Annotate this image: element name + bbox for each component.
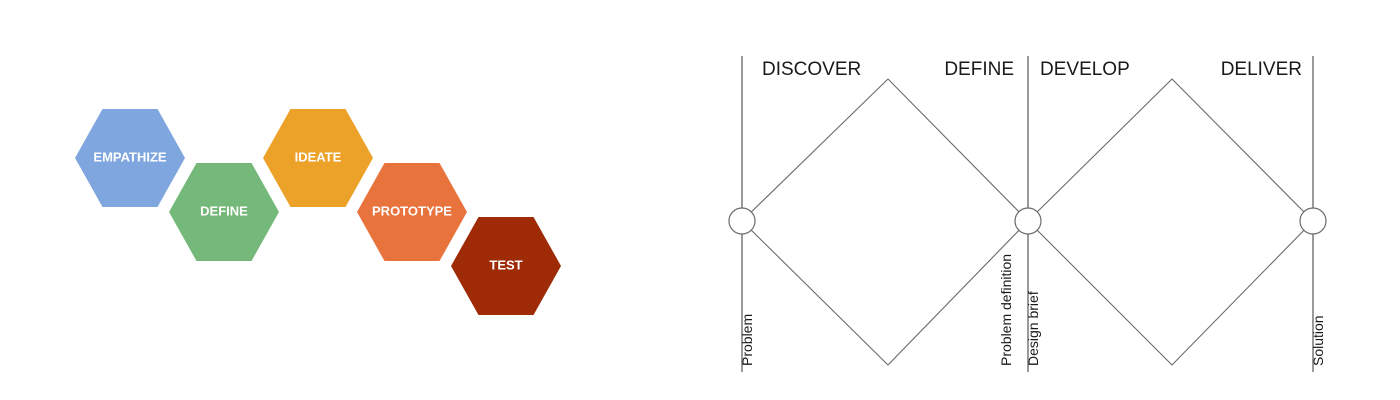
diamond-develop-deliver [1027, 78, 1314, 366]
node-circle-solution[interactable] [1299, 207, 1327, 235]
gate-label-design-brief: Design brief [1025, 291, 1041, 366]
node-circle-problem-definition[interactable] [1014, 207, 1042, 235]
gate-label-problem: Problem [739, 314, 755, 366]
gate-label-solution: Solution [1310, 315, 1326, 366]
design-stage-ideate[interactable]: IDEATE [263, 108, 373, 208]
design-stage-prototype[interactable]: PROTOTYPE [357, 162, 467, 262]
phase-label-discover: DISCOVER [762, 59, 861, 80]
phase-label-define: DEFINE [944, 59, 1014, 80]
hexagon-label-ideate: IDEATE [295, 149, 342, 164]
hexagon-shape-ideate[interactable] [263, 108, 373, 208]
hexagon-shape-test[interactable] [451, 216, 561, 316]
design-stage-test[interactable]: TEST [451, 216, 561, 316]
diamond-discover-define [741, 78, 1029, 366]
hexagon-label-test: TEST [489, 257, 522, 272]
hexagon-shape-empathize[interactable] [75, 108, 185, 208]
phase-label-deliver: DELIVER [1221, 59, 1302, 80]
hexagon-label-define: DEFINE [200, 203, 248, 218]
hexagon-shape-define[interactable] [169, 162, 279, 262]
hexagon-label-empathize: EMPATHIZE [93, 149, 167, 164]
phase-label-develop: DEVELOP [1040, 59, 1130, 80]
gate-label-problem-definition: Problem definition [998, 254, 1014, 366]
design-stage-define[interactable]: DEFINE [169, 162, 279, 262]
node-circle-problem[interactable] [728, 207, 756, 235]
hexagon-label-prototype: PROTOTYPE [372, 203, 452, 218]
design-stage-empathize[interactable]: EMPATHIZE [75, 108, 185, 208]
hexagon-shape-prototype[interactable] [357, 162, 467, 262]
